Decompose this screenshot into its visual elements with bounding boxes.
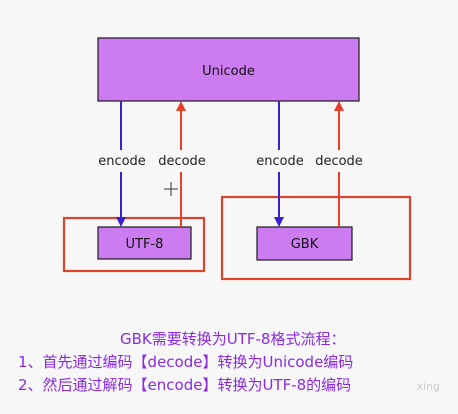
gbk-node: GBK [256,226,353,261]
gbk-box [256,226,353,261]
gbk-decode-label: decode [315,154,363,169]
utf8-encode-label: encode [98,154,146,169]
utf8-decode-label: decode [158,154,206,169]
unicode-box [97,37,360,102]
gbk-highlight-frame [220,195,412,281]
gbk-label: GBK [291,237,319,252]
watermark: xing [416,380,440,393]
utf8-box [97,226,192,260]
caption-title: GBK需要转换为UTF-8格式流程： [120,330,346,348]
utf8-highlight-frame [62,216,206,273]
utf8-label: UTF-8 [126,237,164,252]
unicode-label: Unicode [202,64,255,79]
unicode-node: Unicode [97,37,360,102]
caption-step-2: 2、然后通过解码【encode】转换为UTF-8的编码 [18,376,352,394]
caption-step-1: 1、首先通过编码【decode】转换为Unicode编码 [18,353,354,371]
utf8-node: UTF-8 [97,226,192,260]
gbk-encode-label: encode [256,154,304,169]
crosshair-cursor-icon [164,182,178,196]
